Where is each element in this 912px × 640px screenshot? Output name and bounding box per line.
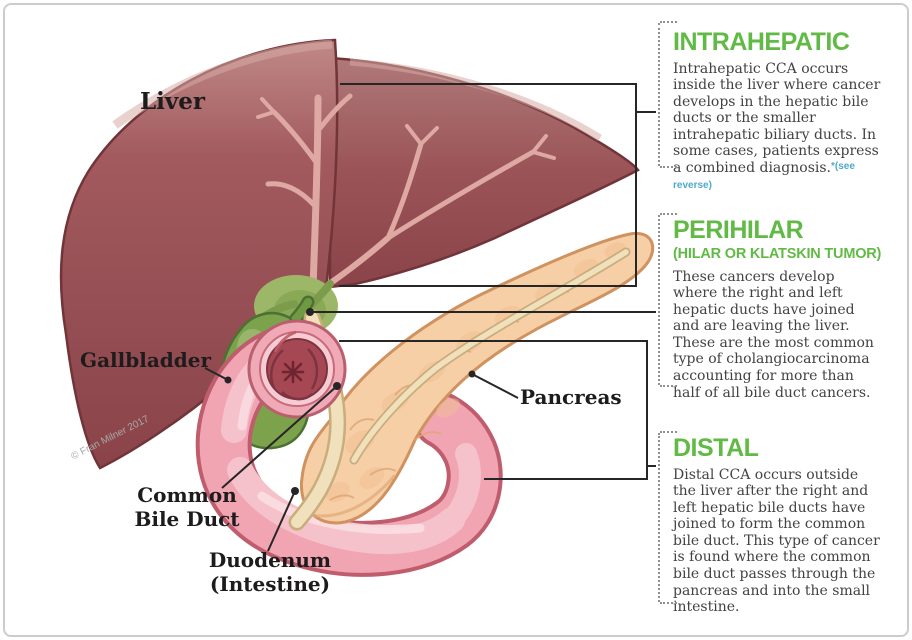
leader-lines bbox=[204, 83, 656, 552]
duodenum bbox=[195, 324, 503, 577]
leader-dots bbox=[224, 308, 476, 495]
panel-title: INTRAHEPATIC bbox=[673, 28, 850, 56]
panel-title: DISTAL bbox=[673, 434, 759, 462]
panel-subtitle: (HILAR OR KLATSKIN TUMOR) bbox=[673, 245, 882, 262]
liver-highlight bbox=[349, 58, 602, 141]
intrahepatic-bracket bbox=[339, 83, 637, 287]
pancreas-label: Pancreas bbox=[520, 385, 622, 409]
bile-tree-left bbox=[256, 93, 353, 292]
common-bile-duct-label: Common Bile Duct bbox=[134, 483, 240, 532]
panel-distal: DISTAL Distal CCA occurs outside the liv… bbox=[658, 431, 892, 615]
panel-perihilar: PERIHILAR (HILAR OR KLATSKIN TUMOR) Thes… bbox=[658, 213, 892, 401]
mucosa-folds bbox=[270, 348, 319, 401]
distal-bracket bbox=[339, 340, 648, 480]
liver-highlight bbox=[112, 39, 333, 129]
gallbladder-leader bbox=[204, 367, 229, 381]
panel-body: These cancers develop where the right an… bbox=[673, 268, 874, 401]
duodenum-leader bbox=[267, 490, 296, 552]
pancreas-leader bbox=[471, 373, 519, 399]
bile-tree-right bbox=[329, 124, 556, 285]
papilla-icon bbox=[281, 360, 305, 384]
liver-label: Liver bbox=[140, 88, 206, 115]
duodenum-cutaway bbox=[247, 319, 347, 419]
liver-right-lobe bbox=[328, 56, 640, 289]
panel-title: PERIHILAR bbox=[673, 216, 804, 244]
gallbladder-label: Gallbladder bbox=[80, 348, 212, 372]
panel-body: Distal CCA occurs outside the liver afte… bbox=[673, 466, 880, 616]
panel-body: Intrahepatic CCA occurs inside the liver… bbox=[673, 60, 881, 191]
liver bbox=[59, 38, 353, 470]
duodenum-label: Duodenum (Intestine) bbox=[208, 548, 332, 597]
panel-intrahepatic: INTRAHEPATIC Intrahepatic CCA occurs ins… bbox=[658, 21, 892, 191]
common-bile-duct-leader bbox=[221, 385, 338, 489]
see-reverse-footnote: *(see reverse) bbox=[673, 161, 855, 191]
